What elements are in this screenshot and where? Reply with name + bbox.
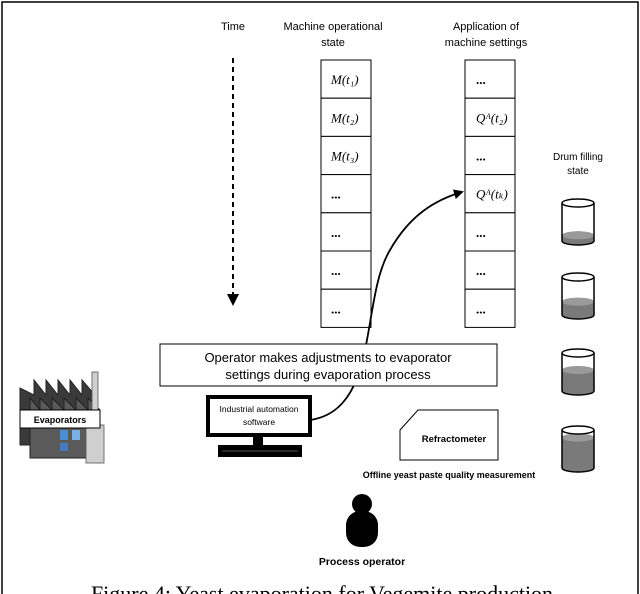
machine-state-cell-text: ... xyxy=(331,225,341,240)
machine-state-cell-text: ... xyxy=(331,263,341,278)
settings-cell xyxy=(464,135,516,176)
person-icon xyxy=(346,494,378,547)
adjustment-arrow xyxy=(309,189,464,421)
drum-header-line2: state xyxy=(567,166,589,177)
settings-header-line2: machine settings xyxy=(445,37,528,49)
figure-caption: Figure 4: Yeast evaporation for Vegemite… xyxy=(91,581,553,594)
drum-fill xyxy=(562,433,594,472)
time-header: Time xyxy=(221,21,245,33)
drum-column xyxy=(561,198,595,473)
drum-fill-surface xyxy=(562,297,594,306)
drum-rim xyxy=(561,198,595,208)
refractometer-label: Refractometer xyxy=(422,434,487,445)
drum-icon xyxy=(561,272,595,320)
machine-state-header-line1: Machine operational xyxy=(283,21,382,33)
settings-cell xyxy=(464,212,516,252)
settings-cell-text: ... xyxy=(476,149,486,164)
drum-rim xyxy=(561,272,595,282)
settings-cell-text: ... xyxy=(476,301,486,316)
settings-cell xyxy=(464,174,516,214)
operator-box-line1: Operator makes adjustments to evaporator xyxy=(204,350,452,365)
settings-cell xyxy=(464,288,516,328)
time-arrow-head xyxy=(227,294,239,306)
machine-state-cell-text: M(t₁) xyxy=(330,72,359,87)
machine-state-cell xyxy=(320,212,372,252)
settings-cell-text: ... xyxy=(476,263,486,278)
drum-body xyxy=(561,353,595,396)
process-operator-label: Process operator xyxy=(319,556,405,568)
settings-cell xyxy=(464,250,516,290)
machine-state-cell-text: ... xyxy=(331,187,341,202)
evaporators-label-box xyxy=(19,409,101,429)
machine-state-cell-text: M(t₃) xyxy=(330,149,359,164)
operator-box-line2: settings during evaporation process xyxy=(225,367,431,382)
evaporators-label: Evaporators xyxy=(34,415,87,425)
drum-body xyxy=(561,203,595,246)
machine-state-cell xyxy=(320,250,372,290)
machine-state-cell xyxy=(320,174,372,214)
settings-cell xyxy=(464,59,516,99)
drum-icon xyxy=(561,198,595,246)
drum-fill-surface xyxy=(562,231,594,240)
machine-state-cell-text: M(t₂) xyxy=(330,110,359,125)
drum-header-line1: Drum filling xyxy=(553,152,603,163)
settings-cell-text: Qᴬ(t₂) xyxy=(476,110,508,125)
drum-body xyxy=(561,430,595,473)
computer-label-line2: software xyxy=(243,417,275,427)
machine-state-cell xyxy=(320,288,372,328)
computer-label-line1: Industrial automation xyxy=(220,404,299,414)
drum-body xyxy=(561,277,595,320)
drum-icon xyxy=(561,348,595,396)
machine-state-header-line2: state xyxy=(321,37,345,49)
machine-state-cell xyxy=(320,97,372,137)
refractometer-icon xyxy=(399,409,499,461)
settings-cell-text: ... xyxy=(476,225,486,240)
drum-rim xyxy=(561,348,595,358)
operator-box xyxy=(159,343,498,387)
drum-fill-surface xyxy=(562,366,594,375)
machine-state-cell-text: ... xyxy=(331,301,341,316)
settings-header-line1: Application of xyxy=(453,21,520,33)
drum-fill-surface xyxy=(562,433,594,442)
quality-label: Offline yeast paste quality measurement xyxy=(363,470,536,480)
settings-column: ... Qᴬ(t₂)... Qᴬ(tₖ)......... xyxy=(464,59,516,328)
drum-icon xyxy=(561,425,595,473)
computer-monitor-icon xyxy=(206,395,312,457)
settings-cell-text: Qᴬ(tₖ) xyxy=(476,187,508,202)
settings-cell-text: ... xyxy=(476,72,486,87)
drum-rim xyxy=(561,425,595,435)
machine-state-column: M(t₁) M(t₂) M(t₃)............ xyxy=(320,59,372,328)
